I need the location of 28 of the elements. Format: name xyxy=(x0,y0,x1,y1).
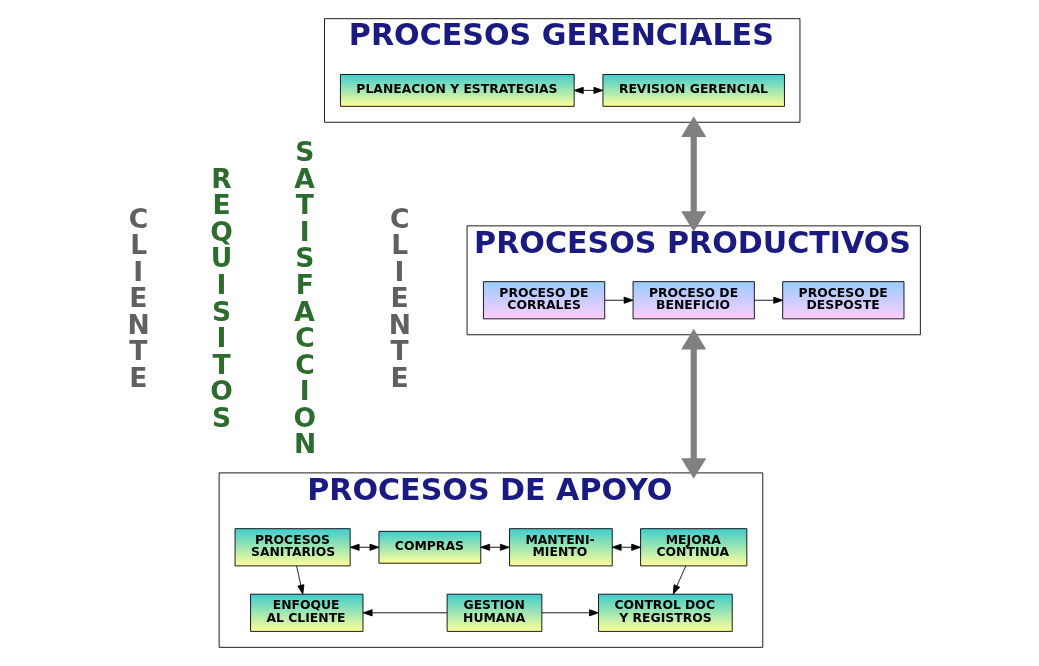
node-box: PROCESOS SANITARIOS xyxy=(234,528,351,567)
label: REQUISITOS xyxy=(210,162,233,433)
arrow xyxy=(573,86,604,94)
arrow xyxy=(681,116,707,232)
label: CLIENTE xyxy=(388,202,411,394)
node-box: PLANEACION Y ESTRATEGIAS xyxy=(339,74,575,107)
node-box: ENFOQUE AL CLIENTE xyxy=(250,593,364,632)
arrow xyxy=(541,609,599,617)
label: CLIENTE xyxy=(127,202,150,394)
node-box: PROCESO DE DESPOSTE xyxy=(782,281,905,320)
arrow xyxy=(604,296,634,304)
arrow xyxy=(480,543,510,551)
node-box: MANTENI- MIENTO xyxy=(509,528,613,567)
arrow xyxy=(349,543,380,551)
node-box: CONTROL DOC Y REGISTROS xyxy=(598,593,733,632)
arrow xyxy=(681,328,707,479)
node-box: REVISION GERENCIAL xyxy=(602,74,785,107)
node-box: MEJORA CONTINUA xyxy=(640,528,748,567)
node-box: COMPRAS xyxy=(378,530,482,564)
label: SATISFACCION xyxy=(293,136,317,460)
arrow xyxy=(362,609,448,617)
node-box: PROCESO DE CORRALES xyxy=(482,281,606,320)
arrow xyxy=(672,565,687,595)
node-box: GESTION HUMANA xyxy=(446,593,543,632)
arrow xyxy=(754,296,784,304)
arrow xyxy=(296,565,305,595)
arrow xyxy=(611,543,641,551)
node-box: PROCESO DE BENEFICIO xyxy=(632,281,755,320)
